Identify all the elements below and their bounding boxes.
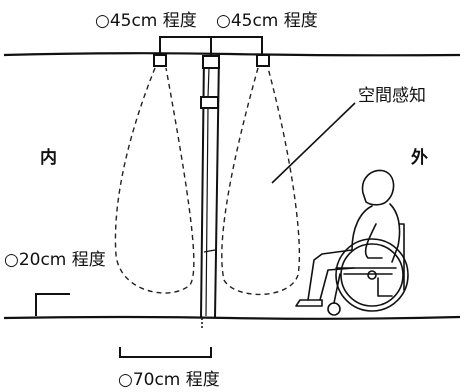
left-detection-cone [114, 67, 195, 294]
sensing-space-label: 空間感知 [358, 86, 426, 106]
inside-label: 内 [40, 147, 57, 168]
door-post [200, 54, 220, 330]
left-sensor [153, 54, 167, 67]
top-left-dimension-label: ○45cm 程度 [95, 11, 197, 31]
bottom-dimension-label: ○70cm 程度 [118, 370, 220, 390]
floor-line [3, 315, 461, 320]
wheelchair-user-figure [295, 169, 409, 316]
outside-label: 外 [411, 147, 428, 168]
side-dimension-bracket [35, 293, 70, 316]
top-right-dimension-label: ○45cm 程度 [216, 11, 318, 31]
bottom-dimension-bracket [119, 347, 212, 358]
ceiling-line [3, 52, 461, 57]
right-detection-cone [221, 67, 301, 296]
side-dimension-label: ○20cm 程度 [4, 250, 106, 270]
right-sensor [256, 54, 270, 67]
sensing-space-leader [271, 102, 356, 184]
top-dimension-bracket [159, 36, 263, 60]
